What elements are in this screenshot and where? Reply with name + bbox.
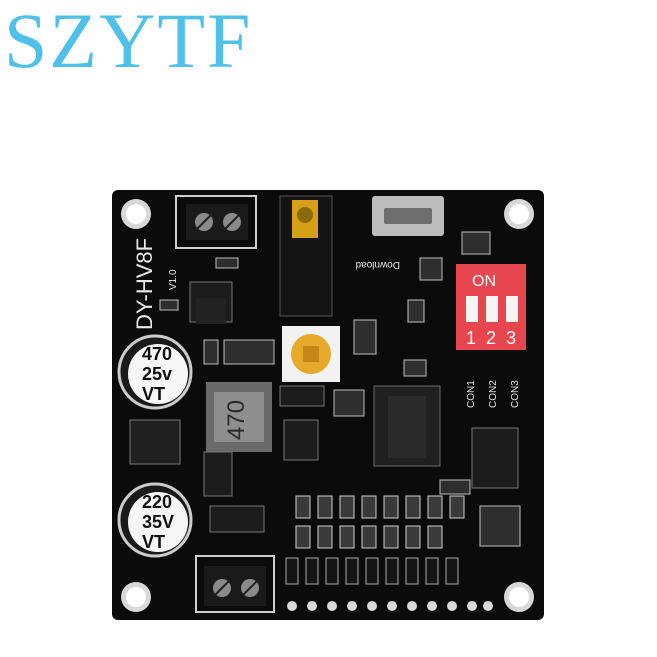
- con1-label: CON1: [466, 380, 477, 408]
- header-pins: [287, 601, 493, 611]
- svg-text:ON: ON: [472, 273, 496, 290]
- potentiometer: [282, 326, 340, 382]
- svg-text:470: 470: [142, 344, 172, 364]
- chip: [471, 427, 519, 489]
- svg-text:2: 2: [486, 328, 496, 348]
- chip: [203, 451, 233, 497]
- mounting-holes: [121, 199, 534, 612]
- top-screw-terminal: [175, 195, 257, 249]
- main-ic: [373, 385, 441, 467]
- svg-text:VT: VT: [142, 384, 165, 404]
- bottom-screw-terminal: [195, 555, 275, 613]
- chip: [279, 385, 325, 407]
- smd-component-rows: [295, 495, 465, 549]
- chip: [283, 419, 319, 461]
- inductor: 470: [206, 382, 272, 452]
- con3-label: CON3: [510, 380, 521, 408]
- capacitor-220: 220 35V VT: [117, 482, 193, 558]
- svg-text:3: 3: [506, 328, 516, 348]
- svg-text:VT: VT: [142, 532, 165, 552]
- svg-text:35V: 35V: [142, 512, 174, 532]
- chip: [129, 419, 181, 465]
- small-smd-parts: [159, 231, 521, 547]
- con2-label: CON2: [488, 380, 499, 408]
- version-label: V1.0: [168, 269, 179, 290]
- download-label: Download: [356, 259, 400, 270]
- svg-text:470: 470: [223, 400, 250, 440]
- svg-text:1: 1: [466, 328, 476, 348]
- model-label: DY-HV8F: [132, 238, 157, 330]
- brand-logo: SZYTF: [4, 0, 253, 84]
- bottom-component-row: [285, 557, 459, 585]
- svg-text:220: 220: [142, 492, 172, 512]
- svg-text:25v: 25v: [142, 364, 172, 384]
- capacitor-470: 470 25v VT: [117, 334, 193, 410]
- micro-usb-port: [372, 196, 444, 236]
- chip: [209, 505, 265, 533]
- dip-switch: ON 1 2 3: [456, 264, 526, 350]
- audio-jack: [279, 195, 333, 317]
- chip: [196, 298, 226, 324]
